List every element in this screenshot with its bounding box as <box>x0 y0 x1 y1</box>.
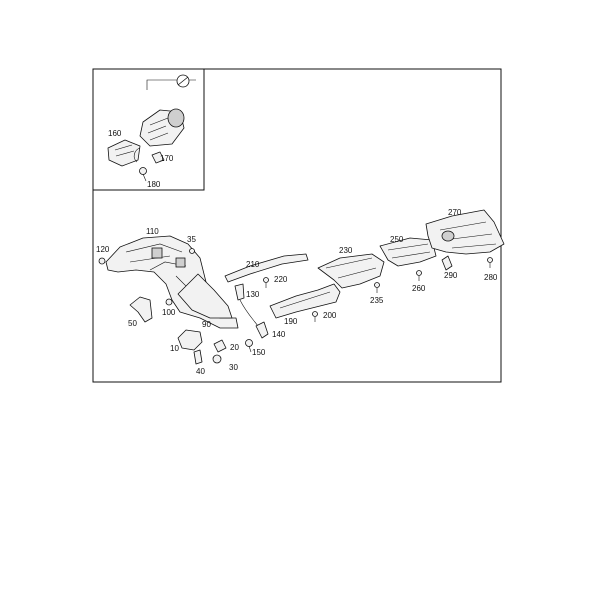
label-210: 210 <box>246 260 260 269</box>
part-140-bracket <box>255 321 269 339</box>
leader-cable <box>239 299 259 327</box>
label-290: 290 <box>444 271 458 280</box>
part-90-brace <box>177 273 233 319</box>
inset-frame <box>93 68 205 191</box>
label-270: 270 <box>448 208 462 217</box>
part-270-shield <box>425 209 505 255</box>
part-200-clip <box>312 311 318 322</box>
part-50-bracket <box>129 296 153 323</box>
label-190: 190 <box>284 317 298 326</box>
part-180-screw <box>139 167 147 182</box>
part-160-motor <box>139 108 185 147</box>
label-140: 140 <box>272 330 286 339</box>
part-260-clip <box>416 270 422 281</box>
part-35-screw <box>189 248 195 254</box>
part-235-clip <box>374 282 380 293</box>
label-220: 220 <box>274 275 288 284</box>
part-250-panel <box>379 237 437 267</box>
label-150: 150 <box>252 348 266 357</box>
label-10: 10 <box>170 344 179 353</box>
part-230-panel <box>317 253 385 289</box>
label-30: 30 <box>229 363 238 372</box>
label-20: 20 <box>230 343 239 352</box>
part-10-mount <box>177 329 203 351</box>
part-150-clip <box>245 339 253 353</box>
part-160-housing <box>107 139 141 167</box>
part-190-rail <box>269 283 341 319</box>
label-200: 200 <box>323 311 337 320</box>
leader-arrow <box>133 147 141 163</box>
label-50: 50 <box>128 319 137 328</box>
label-180: 180 <box>147 180 161 189</box>
label-130: 130 <box>246 290 260 299</box>
label-35: 35 <box>187 235 196 244</box>
label-110: 110 <box>146 227 159 236</box>
part-170-gasket <box>151 151 165 164</box>
part-290-bracket <box>441 255 453 271</box>
label-100: 100 <box>162 308 176 317</box>
label-120: 120 <box>96 245 110 254</box>
no-entry-circle-icon <box>146 74 196 90</box>
part-120-clip <box>98 257 106 265</box>
label-280: 280 <box>484 273 498 282</box>
diagram-frame <box>92 68 502 383</box>
label-230: 230 <box>339 246 353 255</box>
label-170: 170 <box>160 154 174 163</box>
label-160: 160 <box>108 129 122 138</box>
part-30-clip <box>212 354 222 364</box>
part-220-clip <box>263 277 269 288</box>
part-210-strip <box>224 253 309 283</box>
label-40: 40 <box>196 367 205 376</box>
part-20-clip <box>213 339 227 353</box>
part-100-clip <box>165 298 173 306</box>
label-250: 250 <box>390 235 404 244</box>
label-90: 90 <box>202 320 211 329</box>
label-260: 260 <box>412 284 426 293</box>
part-280-clip <box>487 257 493 268</box>
part-40-bolt <box>193 349 203 365</box>
label-235: 235 <box>370 296 384 305</box>
part-130-bracket <box>234 283 245 301</box>
